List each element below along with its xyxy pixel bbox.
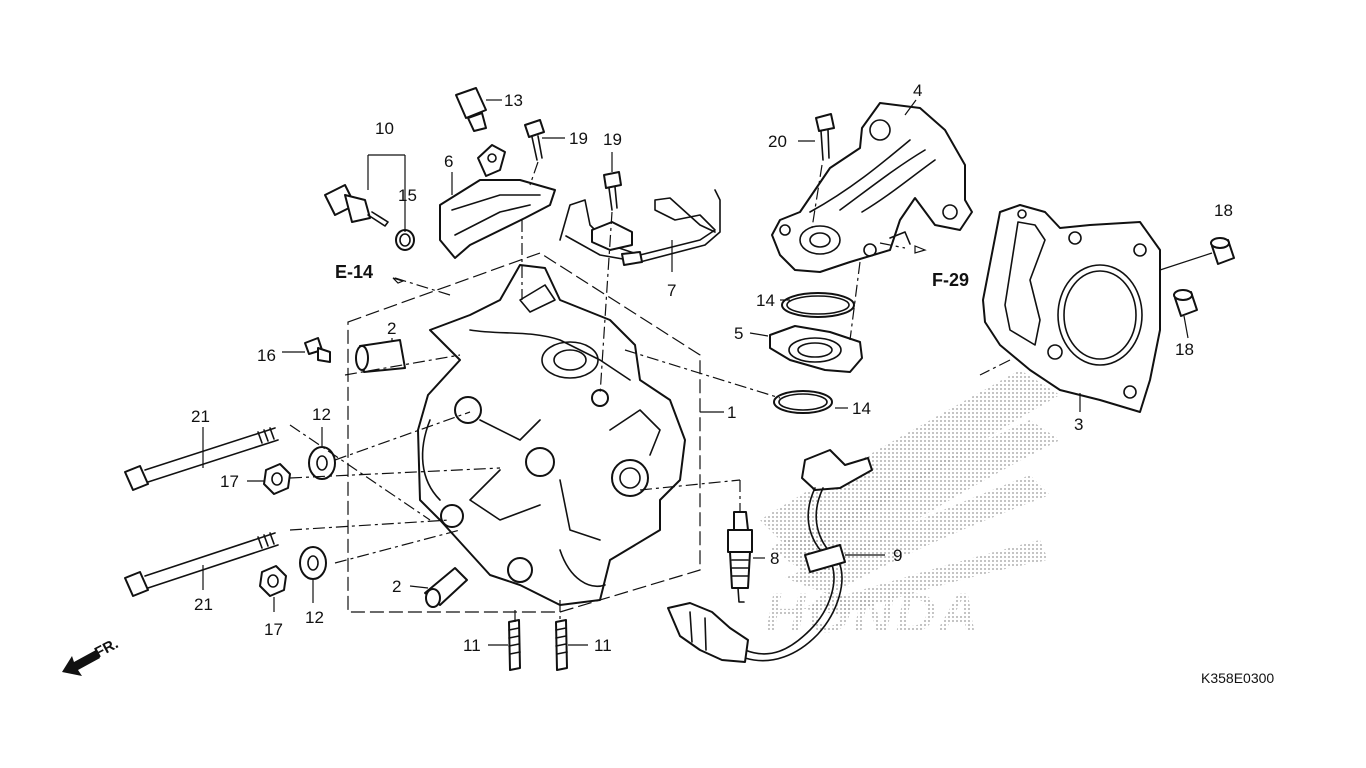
leader-lines <box>202 99 1213 646</box>
callout-6: 6 <box>444 152 453 171</box>
bolt-16 <box>304 337 331 363</box>
stud-bolt-21-upper <box>124 427 279 491</box>
callout-3: 3 <box>1074 415 1083 434</box>
dowel-2-lower <box>424 567 468 608</box>
honda-watermark-text: HONDA <box>765 581 980 644</box>
bolt-20 <box>815 113 835 161</box>
bolt-19-left <box>524 119 545 161</box>
cylinder-head <box>417 264 686 606</box>
callout-7: 7 <box>667 281 676 300</box>
callout-1: 1 <box>727 403 736 422</box>
callout-21: 21 <box>191 407 210 426</box>
callout-18: 18 <box>1214 201 1233 220</box>
callout-5: 5 <box>734 324 743 343</box>
callout-19: 19 <box>569 129 588 148</box>
honda-wing-watermark: HONDA <box>760 370 1060 644</box>
callout-21: 21 <box>194 595 213 614</box>
sensor-13 <box>455 87 487 132</box>
ref-label-f29[interactable]: F-29 <box>932 270 969 290</box>
stud-11-left <box>508 619 521 671</box>
dowel-pin-18-lower <box>1173 289 1198 317</box>
spark-plug-8 <box>727 511 753 603</box>
o2-sensor-9 <box>667 449 873 663</box>
washer-12-upper <box>308 446 336 480</box>
callout-2: 2 <box>392 577 401 596</box>
front-direction-arrow: FR. <box>62 635 121 676</box>
ref-label-e14[interactable]: E-14 <box>335 262 373 282</box>
ref-arrow-f29 <box>914 245 927 254</box>
callout-4: 4 <box>913 81 922 100</box>
callout-2: 2 <box>387 319 396 338</box>
ref-arrow-e14 <box>392 277 405 284</box>
stud-11-right <box>555 619 568 671</box>
callout-15: 15 <box>398 186 417 205</box>
gasket-3 <box>982 204 1161 413</box>
dowel-2-upper <box>355 339 406 373</box>
o-ring-14-lower <box>773 390 833 414</box>
intake-pipe-4 <box>771 102 973 273</box>
assembly-outline <box>347 252 724 613</box>
stud-bolt-21-lower <box>124 532 279 597</box>
callout-14: 14 <box>852 399 871 418</box>
washer-12-lower <box>299 546 327 580</box>
nut-17-upper <box>263 463 291 495</box>
callout-14: 14 <box>756 291 775 310</box>
callout-11: 11 <box>594 636 612 655</box>
callout-8: 8 <box>770 549 779 568</box>
bracket-6 <box>439 144 556 259</box>
callout-13: 13 <box>504 91 523 110</box>
callout-9: 9 <box>893 546 902 565</box>
callout-12: 12 <box>305 608 324 627</box>
nut-17-lower <box>259 565 287 597</box>
dowel-pin-18-upper <box>1210 237 1235 265</box>
o-ring-15 <box>395 229 415 251</box>
callout-10: 10 <box>375 119 394 138</box>
temp-sensor-10 <box>324 184 389 227</box>
callout-20: 20 <box>768 132 787 151</box>
o-ring-14-upper <box>781 292 855 318</box>
diagram-code: K358E0300 <box>1201 670 1274 686</box>
bolt-19-right <box>603 171 622 211</box>
insulator-5 <box>769 325 863 373</box>
wire-bracket-7 <box>559 189 721 266</box>
callout-11: 11 <box>463 636 481 655</box>
callout-17: 17 <box>264 620 283 639</box>
callout-18: 18 <box>1175 340 1194 359</box>
callout-12: 12 <box>312 405 331 424</box>
callout-17: 17 <box>220 472 239 491</box>
callout-16: 16 <box>257 346 276 365</box>
callout-labels: 1 2 2 3 4 5 6 7 8 9 10 11 11 12 12 13 14… <box>191 81 1233 655</box>
callout-19: 19 <box>603 130 622 149</box>
